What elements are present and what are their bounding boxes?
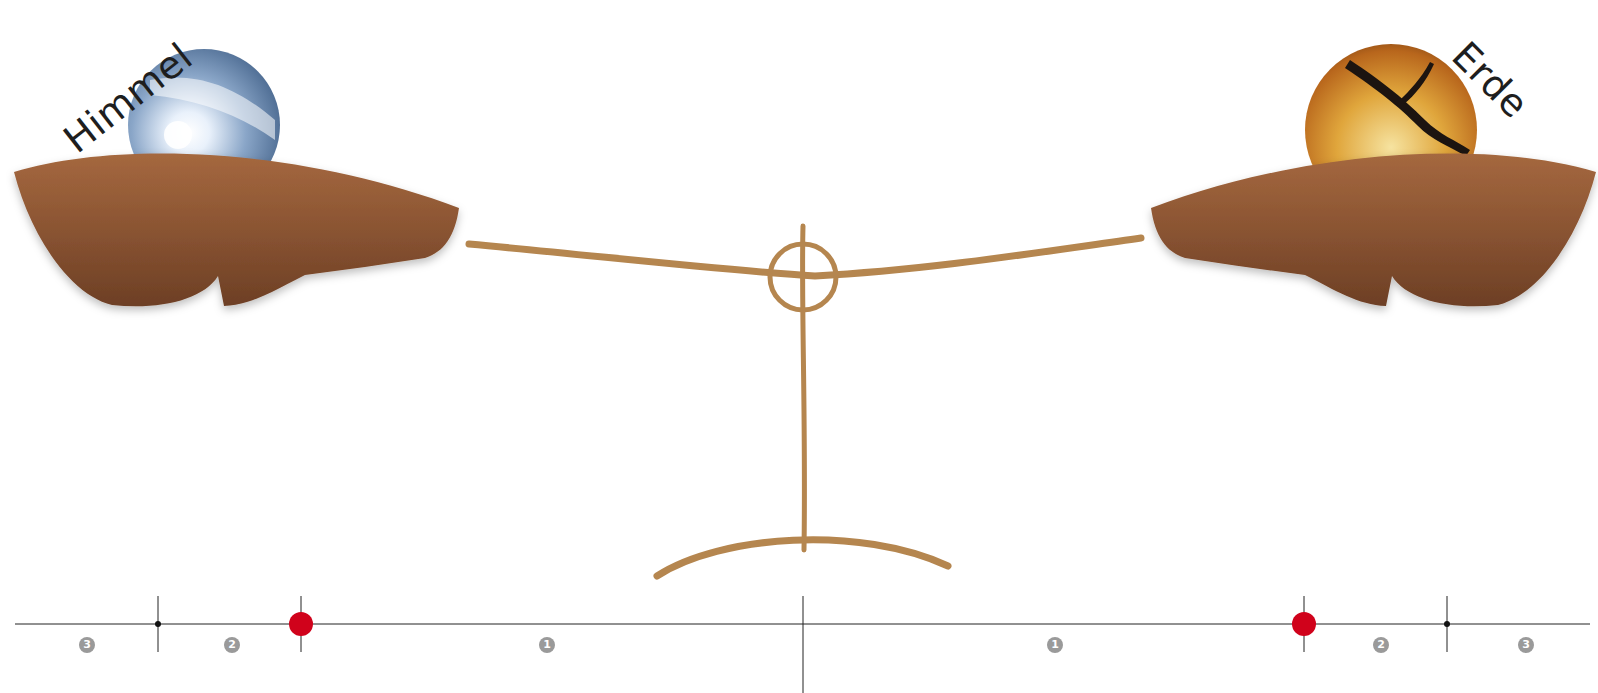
scale-axis [15,596,1590,693]
callout-number: 3 [79,637,95,653]
axis-dot [1444,621,1450,627]
right-wing-pan [1151,154,1596,307]
red-marker [1292,612,1316,636]
callout-number: 2 [1373,637,1389,653]
left-wing-pan [14,154,459,307]
callout-number: 1 [539,637,555,653]
axis-dot [155,621,161,627]
callout-number: 2 [224,637,240,653]
balance-symbol [469,226,1141,576]
callout-number: 3 [1518,637,1534,653]
callout-number: 1 [1047,637,1063,653]
number-badges [79,637,1534,653]
red-marker [289,612,313,636]
